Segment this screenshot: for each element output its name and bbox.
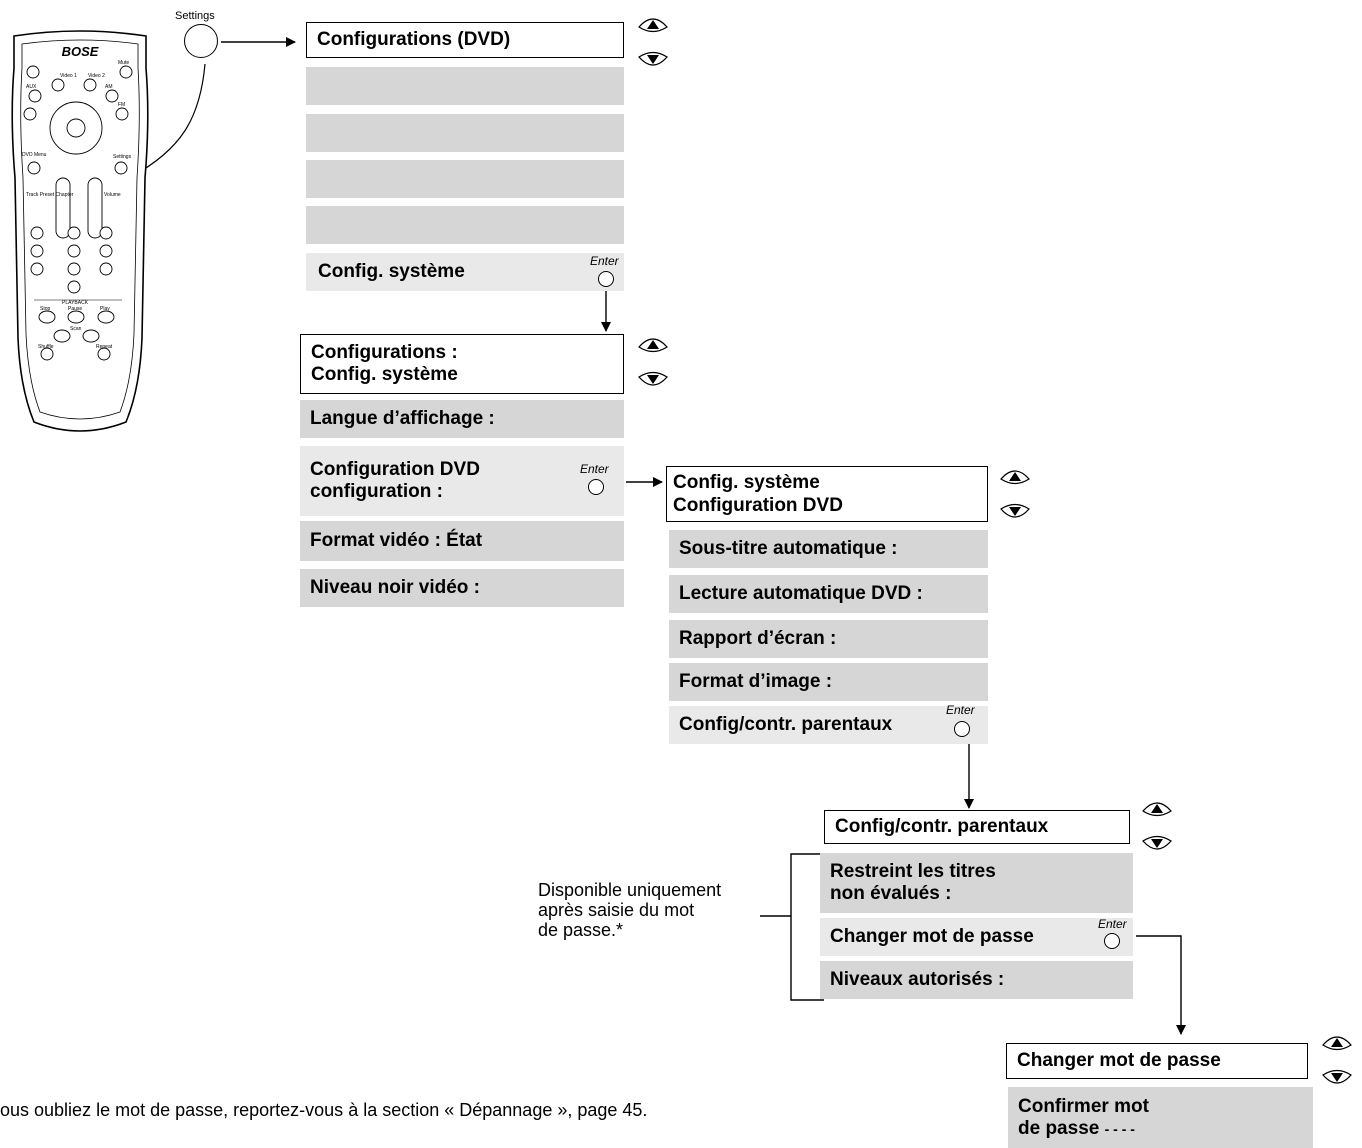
enter-circle-icon (1104, 933, 1120, 949)
bose-logo: BOSE (62, 44, 99, 59)
menu5-item-line2: de passe - - - - (1018, 1118, 1135, 1140)
svg-text:Scan: Scan (70, 326, 82, 332)
menu4-item-restreint: Restreint les titres non évalués : (820, 853, 1133, 913)
menu4-up-down-icon[interactable] (1140, 798, 1174, 854)
enter-circle-icon (954, 721, 970, 737)
settings-curve (130, 63, 206, 178)
svg-text:Shuffle: Shuffle (38, 344, 54, 350)
menu1-item (306, 67, 624, 105)
menu1-item (306, 160, 624, 198)
menu2-up-down-icon[interactable] (636, 334, 670, 390)
menu3-title-line1: Config. système (673, 472, 820, 493)
menu3-item-config-parentaux[interactable]: Config/contr. parentaux (669, 706, 988, 744)
menu4-title: Config/contr. parentaux (824, 810, 1130, 844)
menu1-up-down-icon[interactable] (636, 14, 670, 70)
remote-control: BOSE Video 1 Video 2 AUX AM FM Mute DVD … (11, 30, 149, 432)
menu5-title: Changer mot de passe (1006, 1043, 1308, 1079)
menu2-item-configuration-dvd[interactable]: Configuration DVD configuration : (300, 446, 624, 516)
enter-label: Enter (580, 462, 609, 476)
svg-text:Settings: Settings (113, 154, 132, 160)
menu2-enter-button[interactable]: Enter (580, 462, 614, 495)
svg-text:Stop: Stop (40, 306, 51, 312)
side-note-line2: après saisie du mot (538, 900, 695, 920)
svg-text:Pause: Pause (68, 306, 82, 312)
svg-text:Track Preset Chapter: Track Preset Chapter (26, 192, 74, 198)
side-note: Disponible uniquement après saisie du mo… (538, 880, 788, 940)
svg-text:Volume: Volume (104, 192, 121, 198)
menu5-item-line1: Confirmer mot (1018, 1095, 1149, 1117)
svg-text:PLAYBACK: PLAYBACK (62, 300, 89, 306)
menu2-item: Format vidéo : État (300, 521, 624, 561)
svg-text:DVD Menu: DVD Menu (22, 152, 47, 158)
svg-text:AUX: AUX (26, 84, 37, 90)
menu3-item: Rapport d’écran : (669, 620, 988, 658)
menu2-item: Langue d’affichage : (300, 400, 624, 438)
menu4-item-line1: Restreint les titres (830, 861, 996, 882)
menu4-enter-button[interactable]: Enter (1098, 917, 1132, 949)
footnote: ous oubliez le mot de passe, reportez-vo… (0, 1100, 648, 1120)
remote-buttons (23, 65, 133, 361)
menu3-title: Config. système Configuration DVD (666, 466, 988, 522)
menu3-title-line2: Configuration DVD (673, 495, 843, 516)
enter-label: Enter (946, 703, 975, 717)
side-note-line1: Disponible uniquement (538, 880, 722, 900)
menu1-item-config-systeme[interactable]: Config. système (306, 253, 624, 291)
enter-label: Enter (1098, 917, 1127, 931)
settings-callout-label: Settings (175, 10, 215, 22)
svg-text:FM: FM (118, 102, 125, 108)
enter-circle-icon (588, 479, 604, 495)
menu3-item: Lecture automatique DVD : (669, 575, 988, 613)
password-placeholder: - - - - (1104, 1120, 1135, 1137)
menu3-item: Format d’image : (669, 663, 988, 701)
menu3-enter-button[interactable]: Enter (946, 703, 980, 737)
menu1-item (306, 206, 624, 244)
menu4-item: Niveaux autorisés : (820, 961, 1133, 999)
menu2-item-line1: Configuration DVD (310, 459, 480, 480)
svg-text:Video 1: Video 1 (60, 73, 77, 79)
svg-text:Video 2: Video 2 (88, 73, 105, 79)
menu1-title: Configurations (DVD) (306, 22, 624, 58)
menu2-title-line2: Config. système (311, 364, 458, 385)
svg-text:AM: AM (105, 84, 113, 90)
svg-text:Repeat: Repeat (96, 344, 113, 350)
menu5-up-down-icon[interactable] (1320, 1032, 1354, 1088)
arrow-menu4-to-menu5 (1136, 935, 1186, 1035)
menu2-item: Niveau noir vidéo : (300, 569, 624, 607)
menu1-enter-button[interactable]: Enter (590, 254, 624, 287)
menu2-title: Configurations : Config. système (300, 334, 624, 394)
menu5-item-line2-text: de passe (1018, 1117, 1100, 1139)
svg-text:Mute: Mute (118, 60, 129, 66)
menu3-item: Sous-titre automatique : (669, 530, 988, 568)
menu1-item (306, 114, 624, 152)
side-note-line3: de passe.* (538, 920, 624, 940)
menu3-up-down-icon[interactable] (998, 466, 1032, 522)
menu2-title-line1: Configurations : (311, 342, 458, 363)
menu2-item-line2: configuration : (310, 481, 443, 502)
enter-label: Enter (590, 254, 619, 268)
menu4-item-changer-mot-de-passe[interactable]: Changer mot de passe (820, 918, 1133, 956)
svg-text:Play: Play (100, 306, 110, 312)
enter-circle-icon (598, 271, 614, 287)
side-note-bracket (790, 853, 824, 1001)
menu4-item-line2: non évalués : (830, 883, 952, 904)
settings-button-callout[interactable] (184, 24, 218, 58)
menu5-item-confirmer: Confirmer mot de passe - - - - (1008, 1087, 1313, 1148)
